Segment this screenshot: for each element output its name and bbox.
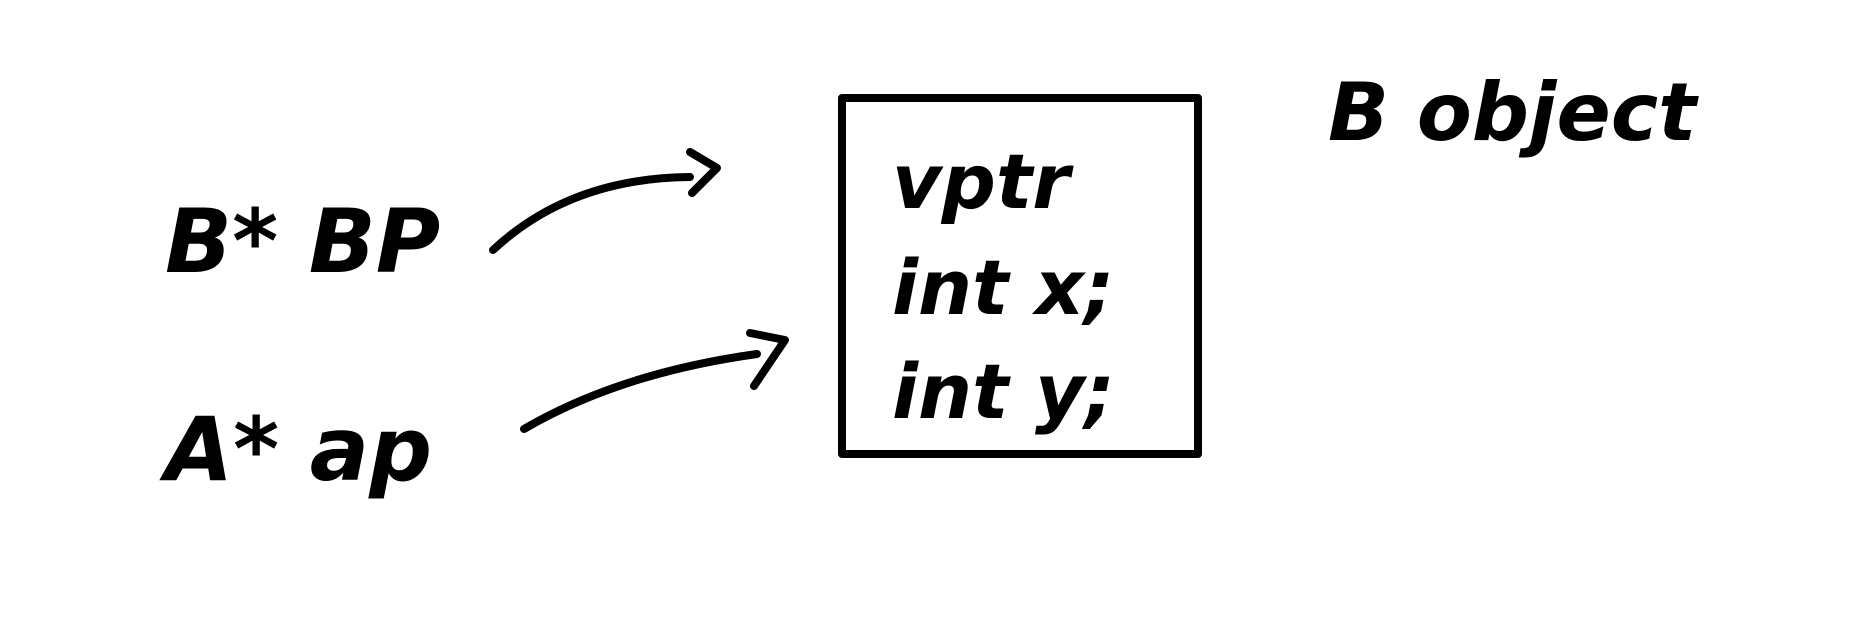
pointer-label-ap: A* ap <box>159 398 432 501</box>
pointer-label-bp: B* BP <box>165 190 440 293</box>
object-field-int-y: int y; <box>892 347 1115 436</box>
object-box <box>838 94 1202 458</box>
object-field-int-x: int x; <box>892 243 1114 332</box>
arrow-ap-to-object <box>520 329 789 433</box>
object-field-vptr: vptr <box>892 137 1074 226</box>
object-title: B object <box>1328 66 1699 159</box>
arrow-bp-to-object <box>489 148 721 254</box>
